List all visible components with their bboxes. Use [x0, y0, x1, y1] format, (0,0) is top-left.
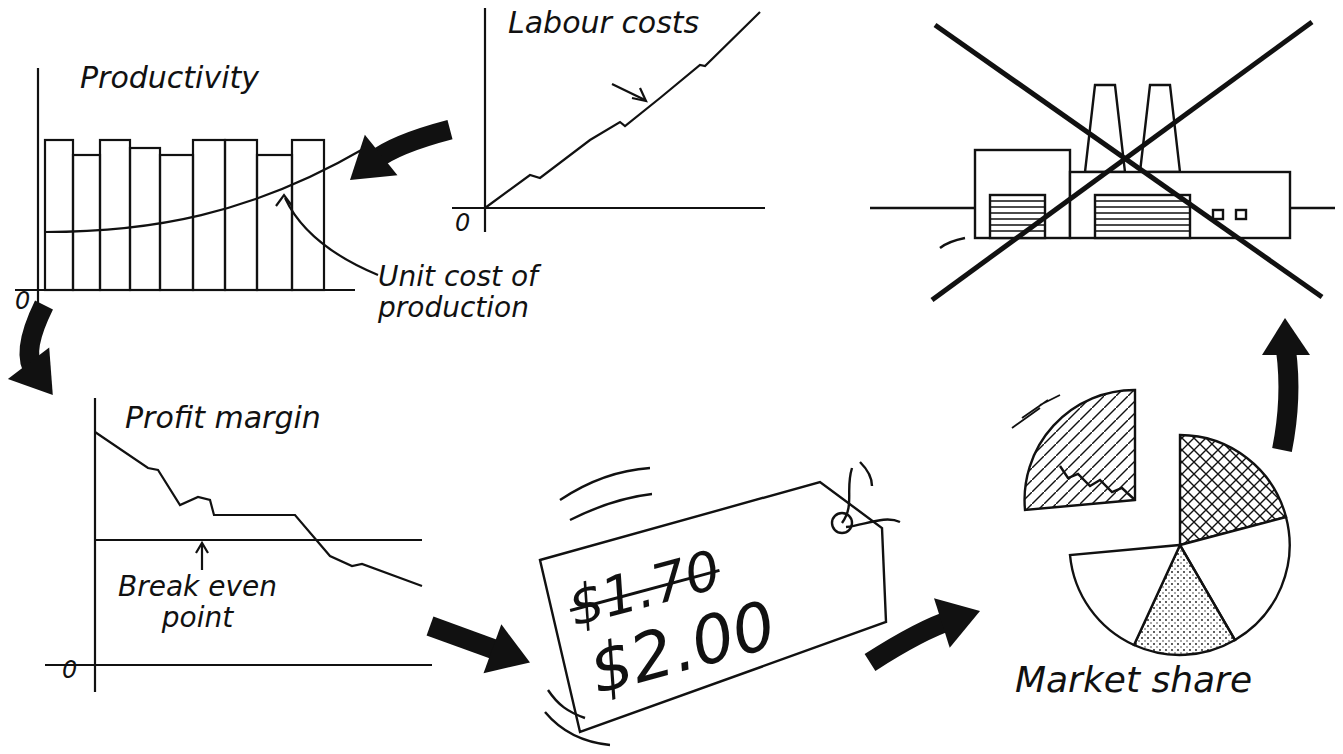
productivity-chart-part	[15, 289, 355, 291]
line-label: Break even point	[105, 572, 290, 634]
labour-costs-chart-part	[484, 8, 486, 232]
profit-margin-chart-part	[196, 543, 208, 553]
market-share-pie-part	[1025, 390, 1135, 510]
chart-title: Market share	[1015, 660, 1252, 700]
productivity-chart-part	[45, 148, 365, 232]
market-share-pie-part	[1070, 545, 1180, 645]
price-tag	[540, 462, 900, 745]
arrow-shaft	[373, 130, 450, 162]
productivity-chart-part	[276, 195, 292, 206]
arrow-head	[8, 347, 53, 395]
price-tag-part	[548, 690, 585, 718]
closed-factory-part	[1236, 210, 1246, 219]
chart-title: Profit margin	[125, 401, 321, 434]
flow-arrow	[350, 130, 450, 180]
axis-origin: 0	[15, 288, 30, 314]
arrow-shaft	[29, 305, 44, 371]
productivity-chart-part	[130, 148, 160, 290]
productivity-chart-part	[73, 155, 100, 290]
price-tag-part	[545, 712, 610, 745]
arrow-head	[484, 624, 530, 673]
labour-costs-chart	[452, 8, 765, 232]
closed-factory-part	[940, 238, 965, 248]
flow-arrow-part	[1282, 350, 1289, 450]
arrow-head	[350, 135, 397, 180]
arrow-shaft	[430, 626, 502, 652]
closed-factory-part	[975, 150, 1070, 238]
closed-factory-part	[1095, 195, 1190, 238]
productivity-chart	[15, 68, 378, 312]
profit-margin-chart-part	[94, 398, 96, 692]
profit-margin-chart	[45, 398, 432, 692]
axis-origin: 0	[62, 657, 77, 683]
price-tag-part	[570, 494, 652, 520]
productivity-chart-part	[100, 140, 130, 290]
price-tag-part	[860, 462, 872, 486]
labour-costs-chart-part	[632, 88, 646, 101]
closed-factory	[870, 22, 1335, 300]
price-tag-panel: $1.70$2.00	[530, 460, 870, 730]
flow-arrow	[1262, 318, 1310, 450]
flow-arrow	[870, 598, 980, 662]
profit-margin-chart-part	[95, 432, 422, 586]
flow-arrow	[8, 305, 53, 395]
market-share-pie-part	[1012, 395, 1060, 428]
closed-factory-part	[935, 25, 1322, 297]
productivity-chart-part	[37, 68, 39, 312]
profit-margin-chart-part	[201, 545, 203, 570]
price-tag-part	[842, 468, 852, 523]
closed-factory-part	[1140, 85, 1180, 172]
labour-costs-chart-part	[485, 12, 760, 208]
curve-label: Unit cost of production	[378, 262, 578, 324]
chart-panel: Productivity0Unit cost of production	[10, 55, 350, 305]
productivity-chart-part	[285, 198, 378, 275]
labour-costs-chart-part	[612, 84, 645, 100]
market-share-pie	[1012, 390, 1290, 655]
profit-margin-chart-part	[95, 539, 422, 541]
closed-factory-part	[990, 195, 1045, 238]
price-tag-part	[846, 520, 900, 527]
price-tag-part	[540, 482, 886, 732]
productivity-chart-part	[292, 140, 324, 290]
profit-margin-chart-part	[45, 664, 432, 666]
closed-factory-part	[1095, 201, 1190, 231]
closed-factory-part	[990, 201, 1045, 231]
chart-title: Productivity	[80, 61, 259, 94]
chart-panel: Profit marginBreak even point 0	[20, 395, 430, 695]
pie-panel: Market share	[980, 380, 1310, 710]
arrow-shaft	[870, 620, 951, 662]
chart-title: Labour costs	[508, 6, 699, 39]
closed-factory-part	[1213, 210, 1223, 219]
chart-panel: Labour costs 0	[450, 0, 770, 240]
labour-costs-chart-part	[452, 207, 765, 209]
market-share-pie-part	[1060, 466, 1135, 500]
closed-factory-part	[1070, 172, 1290, 238]
productivity-chart-part	[45, 140, 73, 290]
closed-factory-part	[1085, 85, 1125, 172]
axis-origin: 0	[455, 210, 470, 236]
arrow-head	[934, 598, 980, 648]
productivity-chart-part	[257, 155, 292, 290]
flow-arrow-part	[1262, 318, 1310, 355]
flow-arrow	[430, 624, 530, 673]
productivity-chart-part	[225, 140, 257, 290]
